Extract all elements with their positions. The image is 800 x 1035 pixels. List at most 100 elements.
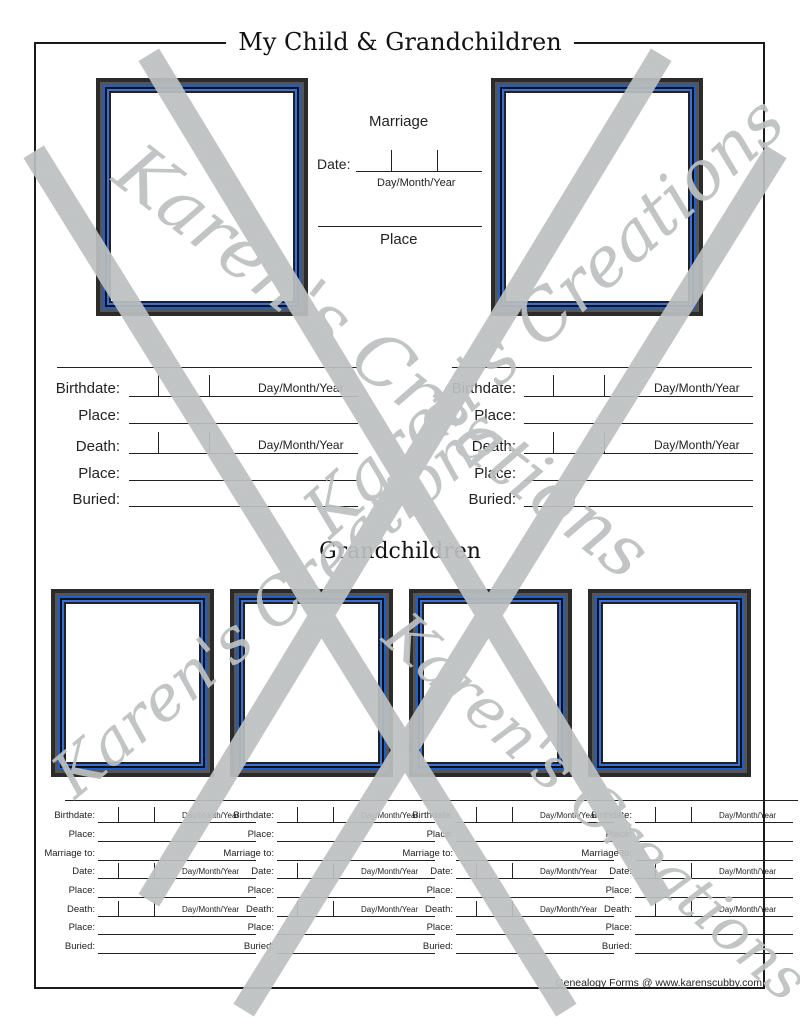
tick — [297, 807, 298, 822]
date-line[interactable] — [98, 878, 256, 879]
date-format: Day/Month/Year — [654, 438, 740, 452]
date-format: Day/Month/Year — [258, 438, 344, 452]
marriage-to-label: Marriage to: — [223, 848, 274, 859]
marriage-to-line[interactable] — [635, 860, 793, 861]
marriage-to-line[interactable] — [456, 860, 614, 861]
place-line[interactable] — [524, 423, 753, 424]
place-label: Place: — [247, 922, 274, 933]
death-line[interactable] — [456, 916, 614, 917]
date-format: Day/Month/Year — [719, 811, 777, 820]
grandchild-name-line[interactable] — [65, 800, 261, 801]
grandchild-photo-frame-2 — [230, 589, 393, 777]
death-line[interactable] — [129, 453, 358, 454]
date-line[interactable] — [456, 878, 614, 879]
tick — [209, 432, 210, 453]
date-format: Day/Month/Year — [719, 867, 777, 876]
tick — [691, 863, 692, 878]
place-label: Place: — [68, 922, 95, 933]
tick — [158, 432, 159, 453]
tick — [154, 807, 155, 822]
buried-line[interactable] — [98, 953, 256, 954]
buried-label: Buried: — [243, 941, 274, 952]
death-line[interactable] — [277, 916, 435, 917]
buried-label: Buried: — [72, 491, 120, 508]
buried-line[interactable] — [129, 506, 358, 507]
place-line[interactable] — [456, 841, 614, 842]
place-line[interactable] — [635, 841, 793, 842]
tick — [604, 432, 605, 453]
place-label: Place: — [78, 465, 120, 482]
name-line[interactable] — [452, 367, 752, 368]
date-format: Day/Month/Year — [719, 905, 777, 914]
marriage-date-line[interactable] — [356, 171, 482, 172]
date-label: Date: — [430, 866, 453, 877]
marriage-place-line[interactable] — [318, 226, 482, 227]
grandchild-name-line[interactable] — [244, 800, 440, 801]
buried-label: Buried: — [468, 491, 516, 508]
birthdate-line[interactable] — [277, 822, 435, 823]
death-label: Death: — [425, 904, 453, 915]
marriage-place-label: Place — [380, 231, 418, 248]
buried-line[interactable] — [277, 953, 435, 954]
birthdate-line[interactable] — [98, 822, 256, 823]
buried-label: Buried: — [64, 941, 95, 952]
buried-line[interactable] — [524, 506, 753, 507]
date-label: Date: — [251, 866, 274, 877]
place-line[interactable] — [98, 934, 256, 935]
marriage-to-line[interactable] — [277, 860, 435, 861]
grandchild-name-line[interactable] — [423, 800, 619, 801]
place-line[interactable] — [129, 480, 358, 481]
marriage-heading: Marriage — [369, 113, 429, 130]
place-label: Place: — [474, 407, 516, 424]
place-line[interactable] — [129, 423, 358, 424]
death-line[interactable] — [524, 453, 753, 454]
birthdate-line[interactable] — [129, 396, 358, 397]
tick — [476, 807, 477, 822]
place-line[interactable] — [635, 897, 793, 898]
footer-credit: Genealogy Forms @ www.karenscubby.com — [555, 977, 762, 989]
tick — [391, 150, 392, 171]
birthdate-line[interactable] — [635, 822, 793, 823]
photo-frame-left — [96, 78, 308, 316]
place-label: Place: — [426, 922, 453, 933]
marriage-to-label: Marriage to: — [581, 848, 632, 859]
tick — [333, 863, 334, 878]
place-label: Place: — [605, 885, 632, 896]
tick — [476, 901, 477, 916]
place-line[interactable] — [277, 934, 435, 935]
tick — [604, 375, 605, 396]
tick — [297, 901, 298, 916]
tick — [118, 863, 119, 878]
name-line[interactable] — [57, 367, 357, 368]
date-line[interactable] — [277, 878, 435, 879]
date-format: Day/Month/Year — [258, 381, 344, 395]
death-label: Death: — [67, 904, 95, 915]
place-line[interactable] — [456, 934, 614, 935]
place-label: Place: — [68, 885, 95, 896]
death-line[interactable] — [98, 916, 256, 917]
tick — [154, 863, 155, 878]
date-line[interactable] — [635, 878, 793, 879]
grandchild-name-line[interactable] — [602, 800, 798, 801]
place-line[interactable] — [456, 897, 614, 898]
tick — [553, 432, 554, 453]
photo-frame-right — [491, 78, 703, 316]
buried-label: Buried: — [601, 941, 632, 952]
tick — [512, 901, 513, 916]
death-line[interactable] — [635, 916, 793, 917]
birthdate-line[interactable] — [456, 822, 614, 823]
place-line[interactable] — [277, 841, 435, 842]
place-line[interactable] — [524, 480, 753, 481]
place-label: Place: — [247, 829, 274, 840]
place-line[interactable] — [277, 897, 435, 898]
buried-line[interactable] — [635, 953, 793, 954]
place-line[interactable] — [635, 934, 793, 935]
birthdate-line[interactable] — [524, 396, 753, 397]
place-line[interactable] — [98, 841, 256, 842]
marriage-to-line[interactable] — [98, 860, 256, 861]
tick — [691, 901, 692, 916]
place-line[interactable] — [98, 897, 256, 898]
buried-line[interactable] — [456, 953, 614, 954]
place-label: Place: — [474, 465, 516, 482]
tick — [553, 375, 554, 396]
